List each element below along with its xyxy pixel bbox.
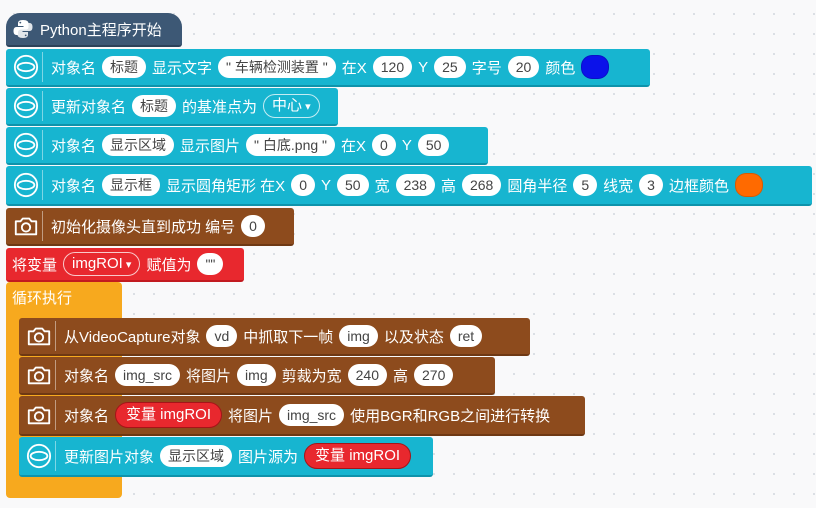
y-label: Y <box>418 58 429 76</box>
frame-var-field[interactable]: img <box>339 325 378 347</box>
capture-label-2: 中抓取下一帧 <box>243 328 334 346</box>
display-icon <box>10 170 43 200</box>
y-field[interactable]: 25 <box>434 56 466 78</box>
rounded-rect-label: 显示圆角矩形 在X <box>166 177 286 195</box>
object-name-field[interactable]: 显示框 <box>102 174 161 196</box>
show-image-block[interactable]: 对象名 显示区域 显示图片 " 白底.png " 在X 0 Y 50 <box>6 127 488 165</box>
crop-height-field[interactable]: 270 <box>414 364 454 386</box>
show-text-block[interactable]: 对象名 标题 显示文字 " 车辆检测装置 " 在X 120 Y 25 字号 20… <box>6 49 650 87</box>
source-image-field[interactable]: img_src <box>279 404 345 426</box>
variable-reporter[interactable]: 变量 imgROI <box>304 443 412 469</box>
hat-label: Python主程序开始 <box>40 21 162 39</box>
x-field[interactable]: 0 <box>291 174 315 196</box>
color-swatch[interactable] <box>581 55 610 79</box>
at-x-label: 在X <box>341 137 367 155</box>
crop-width-field[interactable]: 240 <box>347 364 387 386</box>
obj-name-label: 对象名 <box>51 137 97 155</box>
show-image-label: 显示图片 <box>180 137 241 155</box>
variable-dropdown[interactable]: imgROI <box>63 252 141 276</box>
text-value-field[interactable]: " 车辆检测装置 " <box>218 56 336 78</box>
convert-color-block[interactable]: 对象名 变量 imgROI 将图片 img_src 使用BGR和RGB之间进行转… <box>19 396 585 436</box>
python-icon <box>12 18 34 40</box>
line-width-field[interactable]: 3 <box>639 174 663 196</box>
loop-label: 循环执行 <box>12 290 73 307</box>
font-size-field[interactable]: 20 <box>507 56 540 78</box>
display-icon <box>10 52 43 82</box>
videocapture-object-field[interactable]: vd <box>206 325 238 347</box>
rounded-rect-block[interactable]: 对象名 显示框 显示圆角矩形 在X 0 Y 50 宽 238 高 268 圆角半… <box>6 166 812 206</box>
y-field[interactable]: 50 <box>337 174 369 196</box>
border-color-swatch[interactable] <box>734 173 763 197</box>
update-image-block[interactable]: 更新图片对象 显示区域 图片源为 变量 imgROI <box>19 437 433 477</box>
y-label: Y <box>401 136 412 154</box>
image-file-field[interactable]: " 白底.png " <box>246 134 335 156</box>
camera-init-block[interactable]: 初始化摄像头直到成功 编号 0 <box>6 208 294 246</box>
base-point-dropdown[interactable]: 中心 <box>263 94 320 118</box>
object-name-field[interactable]: 显示区域 <box>160 445 233 467</box>
object-name-field[interactable]: 显示区域 <box>102 134 175 156</box>
at-x-label: 在X <box>341 59 367 77</box>
display-icon <box>10 91 43 121</box>
font-size-label: 字号 <box>471 59 502 77</box>
status-var-field[interactable]: ret <box>449 325 483 347</box>
x-field[interactable]: 120 <box>372 56 413 78</box>
crop-image-block[interactable]: 对象名 img_src 将图片 img 剪裁为宽 240 高 270 <box>19 357 495 395</box>
assign-label: 赋值为 <box>146 256 192 274</box>
width-field[interactable]: 238 <box>395 174 435 196</box>
update-image-label-2: 图片源为 <box>238 448 299 466</box>
camera-icon <box>10 211 43 241</box>
update-image-label-1: 更新图片对象 <box>64 448 155 466</box>
y-label: Y <box>321 176 332 194</box>
base-point-label: 的基准点为 <box>182 98 258 116</box>
radius-field[interactable]: 5 <box>573 174 598 196</box>
object-name-field[interactable]: img_src <box>115 364 181 386</box>
set-var-label: 将变量 <box>12 256 58 274</box>
convert-label-2: 将图片 <box>228 407 274 425</box>
set-base-point-block[interactable]: 更新对象名 标题 的基准点为 中心 <box>6 88 338 126</box>
set-variable-block[interactable]: 将变量 imgROI 赋值为 "" <box>6 248 244 282</box>
value-field[interactable]: "" <box>197 253 224 275</box>
capture-frame-block[interactable]: 从VideoCapture对象 vd 中抓取下一帧 img 以及状态 ret <box>19 318 530 356</box>
show-text-label: 显示文字 <box>152 59 213 77</box>
crop-height-label: 高 <box>392 367 408 385</box>
border-color-label: 边框颜色 <box>668 177 729 195</box>
camera-init-label: 初始化摄像头直到成功 编号 <box>51 218 236 236</box>
crop-label-1: 对象名 <box>64 367 110 385</box>
python-main-start-block[interactable]: Python主程序开始 <box>6 13 182 47</box>
camera-icon <box>23 400 56 430</box>
y-field[interactable]: 50 <box>417 134 450 156</box>
camera-icon <box>23 360 56 390</box>
object-name-field[interactable]: 标题 <box>132 95 177 117</box>
variable-reporter[interactable]: 变量 imgROI <box>115 402 223 428</box>
convert-label-3: 使用BGR和RGB之间进行转换 <box>350 407 551 425</box>
display-icon <box>23 441 56 471</box>
update-obj-label: 更新对象名 <box>51 98 127 116</box>
capture-label-3: 以及状态 <box>383 328 444 346</box>
object-name-field[interactable]: 标题 <box>102 56 147 78</box>
camera-index-field[interactable]: 0 <box>241 215 265 237</box>
color-label: 颜色 <box>545 59 576 77</box>
source-image-field[interactable]: img <box>237 364 276 386</box>
crop-label-2: 将图片 <box>186 367 232 385</box>
line-width-label: 线宽 <box>603 177 634 195</box>
crop-width-label: 剪裁为宽 <box>281 367 342 385</box>
capture-label-1: 从VideoCapture对象 <box>64 328 201 346</box>
display-icon <box>10 130 43 160</box>
height-field[interactable]: 268 <box>461 174 502 196</box>
camera-icon <box>23 321 56 351</box>
obj-name-label: 对象名 <box>51 59 97 77</box>
height-label: 高 <box>440 177 456 195</box>
obj-name-label: 对象名 <box>51 177 97 195</box>
width-label: 宽 <box>374 177 390 195</box>
radius-label: 圆角半径 <box>507 177 568 195</box>
x-field[interactable]: 0 <box>372 134 396 156</box>
convert-label-1: 对象名 <box>64 407 110 425</box>
